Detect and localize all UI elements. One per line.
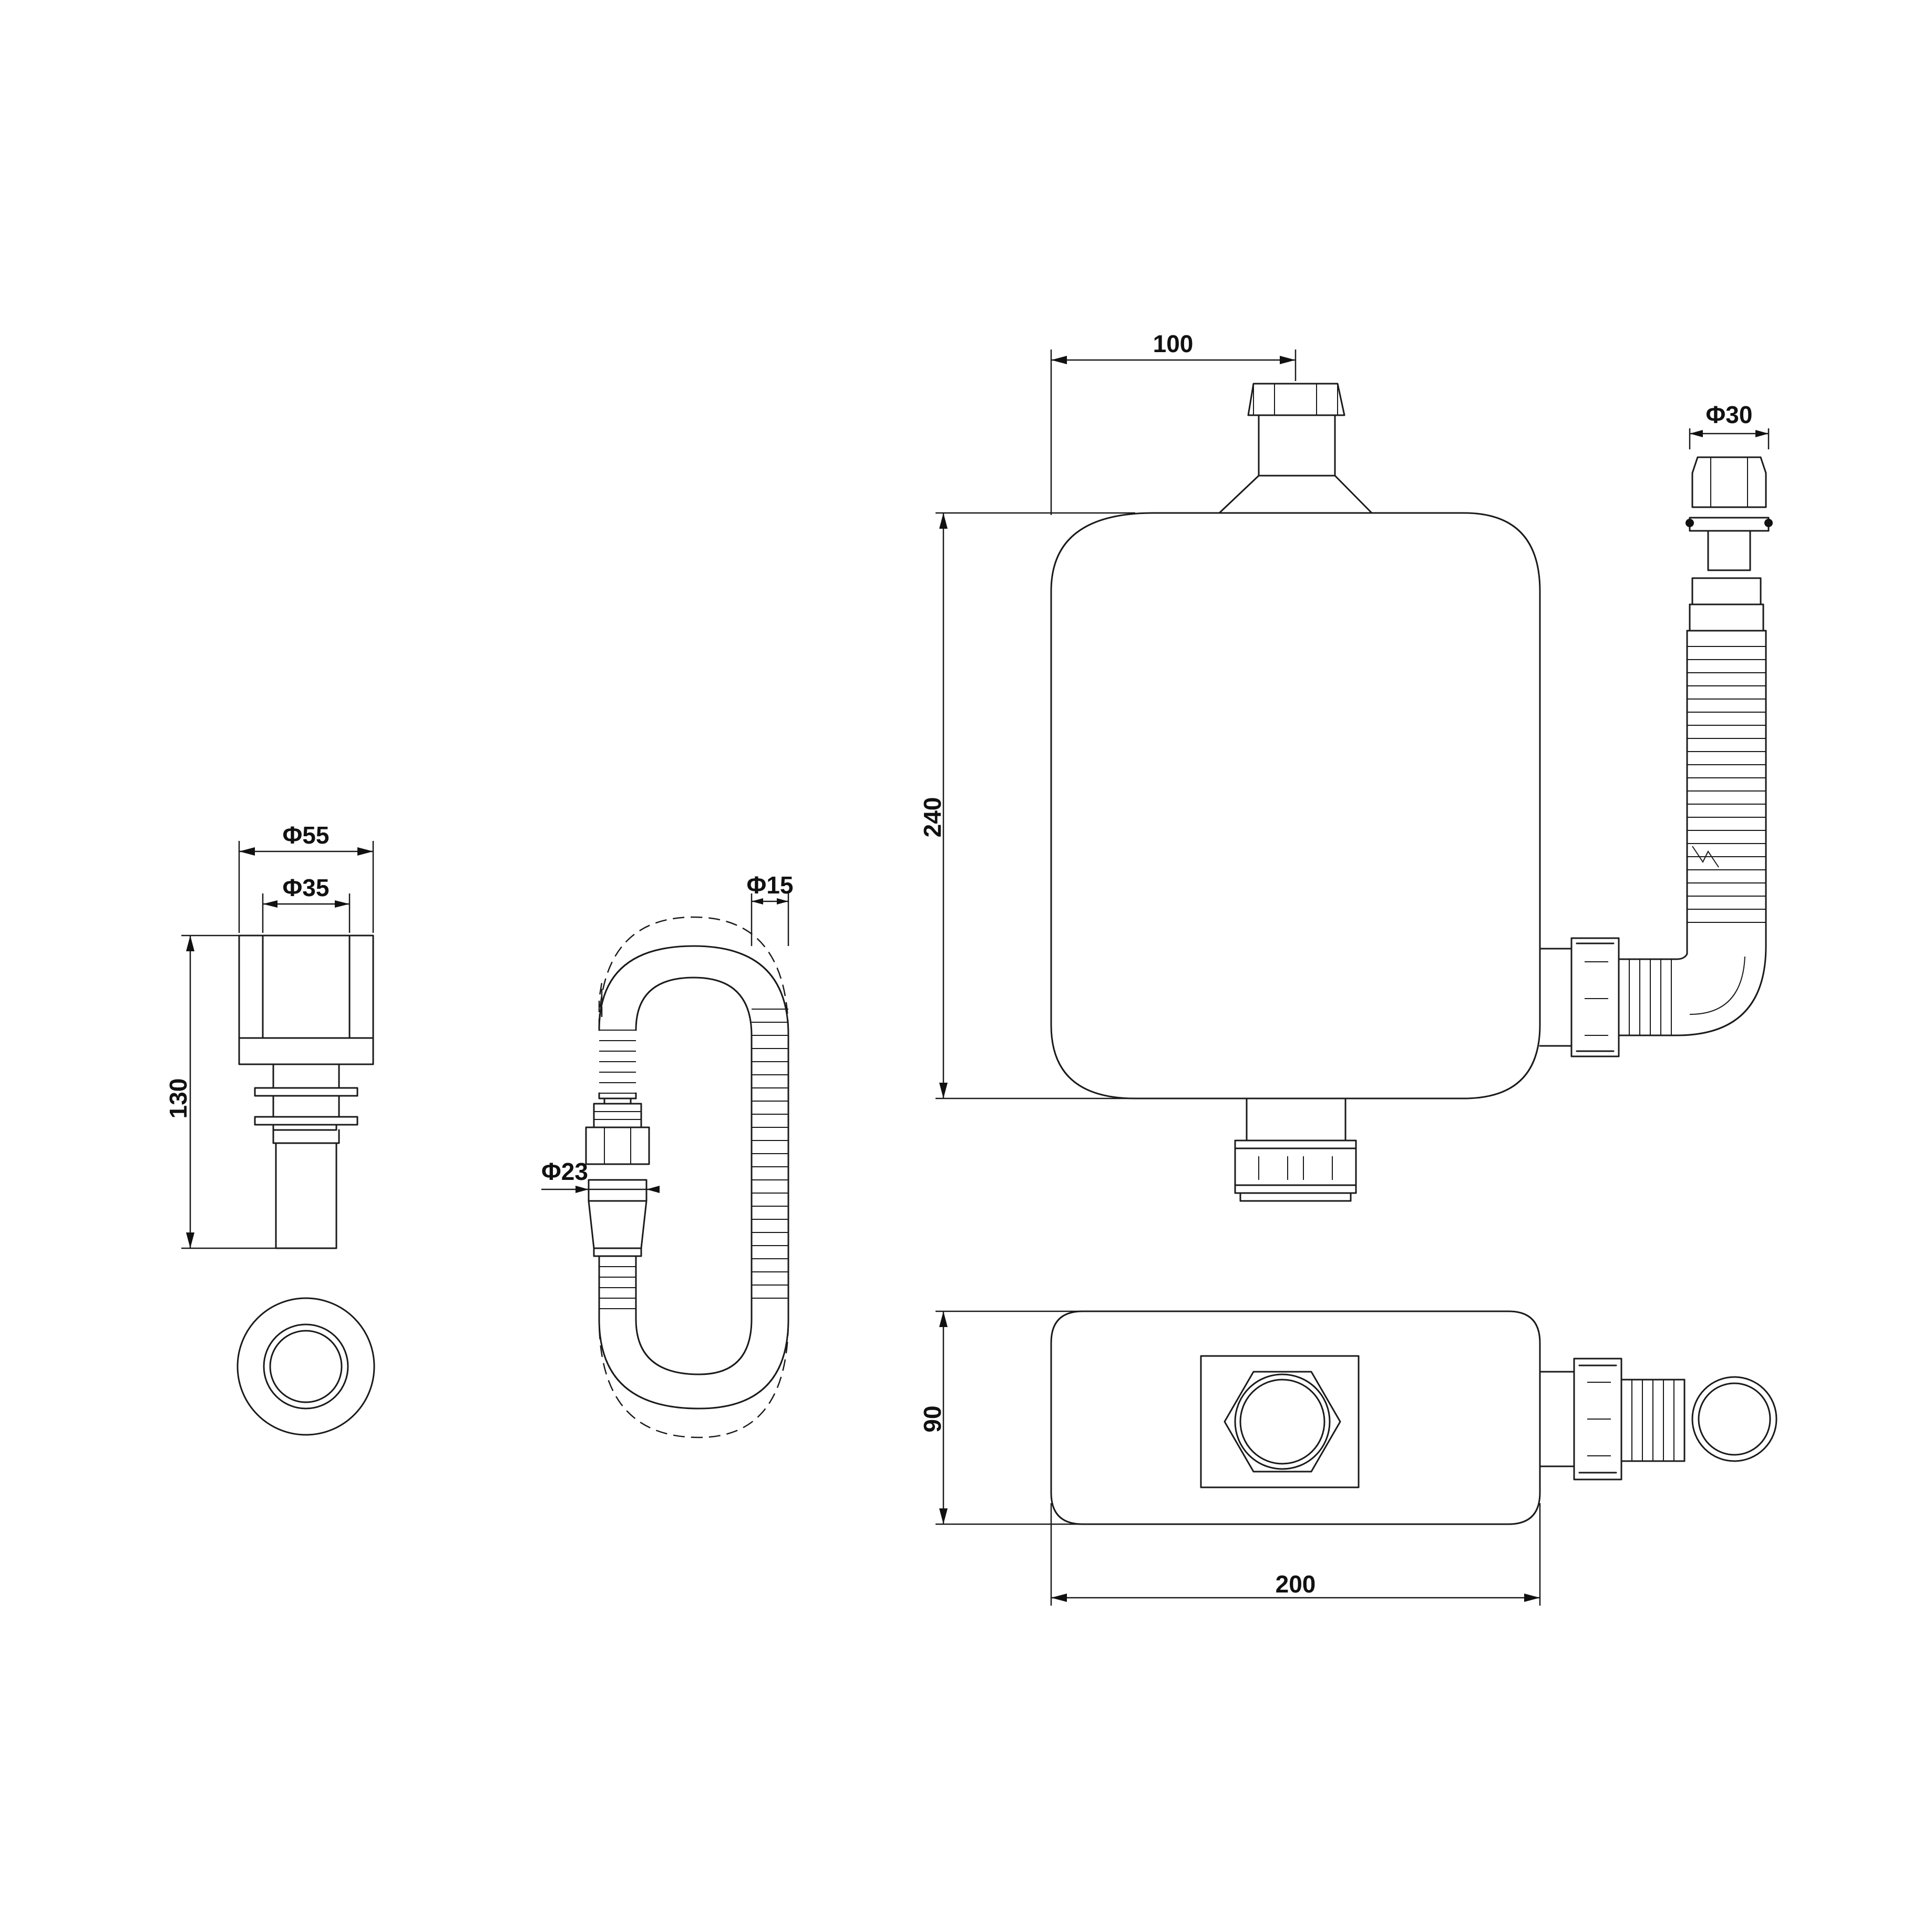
outlet-fitting xyxy=(1686,456,1773,571)
trap-body xyxy=(1050,512,1541,1099)
dim-trap-width: 100 xyxy=(1050,330,1297,515)
dim-base-width-label: 200 xyxy=(1276,1570,1316,1598)
dim-flange-inner-label: Φ35 xyxy=(283,874,330,901)
hose-outer xyxy=(598,945,789,1410)
dim-flange-inner: Φ35 xyxy=(262,874,351,933)
dim-flange-outer: Φ55 xyxy=(238,821,374,933)
dim-outlet-diameter-label: Φ30 xyxy=(1706,401,1753,428)
trap-bottom-view: 90 200 xyxy=(919,1310,1777,1606)
base-outlet-hex xyxy=(1224,1371,1341,1473)
base-body xyxy=(1050,1310,1541,1525)
base-outlet-ring-outer xyxy=(1234,1373,1331,1470)
dim-trap-height-label: 240 xyxy=(919,797,946,838)
bottom-outlet xyxy=(1234,1097,1357,1202)
side-coupling-bottom xyxy=(1539,1358,1777,1481)
side-coupling-front xyxy=(1539,934,1767,1057)
dim-base-width: 200 xyxy=(1050,1503,1541,1606)
dim-hose-diameter: Φ15 xyxy=(747,871,794,946)
flange-top-view xyxy=(237,1297,375,1436)
dim-flange-height: 130 xyxy=(165,934,276,1249)
top-neck xyxy=(1218,414,1373,514)
dim-trap-height: 240 xyxy=(919,512,1135,1099)
dim-flange-height-label: 130 xyxy=(165,1078,192,1119)
dim-base-depth-label: 90 xyxy=(919,1405,946,1432)
dim-base-depth: 90 xyxy=(919,1310,1083,1525)
flange-tailpiece: Φ55 Φ35 130 xyxy=(165,821,374,1249)
overflow-hose: Φ15 Φ23 xyxy=(541,871,794,1438)
hose-outer-dashed xyxy=(598,916,789,1438)
corrugated-hose xyxy=(1686,577,1767,937)
trap-front-view: 100 240 Φ30 xyxy=(919,330,1773,1202)
base-outlet-square xyxy=(1200,1355,1360,1488)
dim-flange-outer-label: Φ55 xyxy=(283,821,330,849)
dim-hose-fitting: Φ23 xyxy=(541,1158,660,1193)
hose-inner xyxy=(635,977,753,1375)
top-hex-nut xyxy=(1247,383,1345,416)
dim-outlet-diameter: Φ30 xyxy=(1689,401,1770,449)
dim-hose-diameter-label: Φ15 xyxy=(747,871,794,899)
dim-hose-fitting-label: Φ23 xyxy=(541,1158,588,1185)
dim-trap-width-label: 100 xyxy=(1153,330,1194,357)
base-outlet-ring-inner xyxy=(1239,1379,1325,1465)
